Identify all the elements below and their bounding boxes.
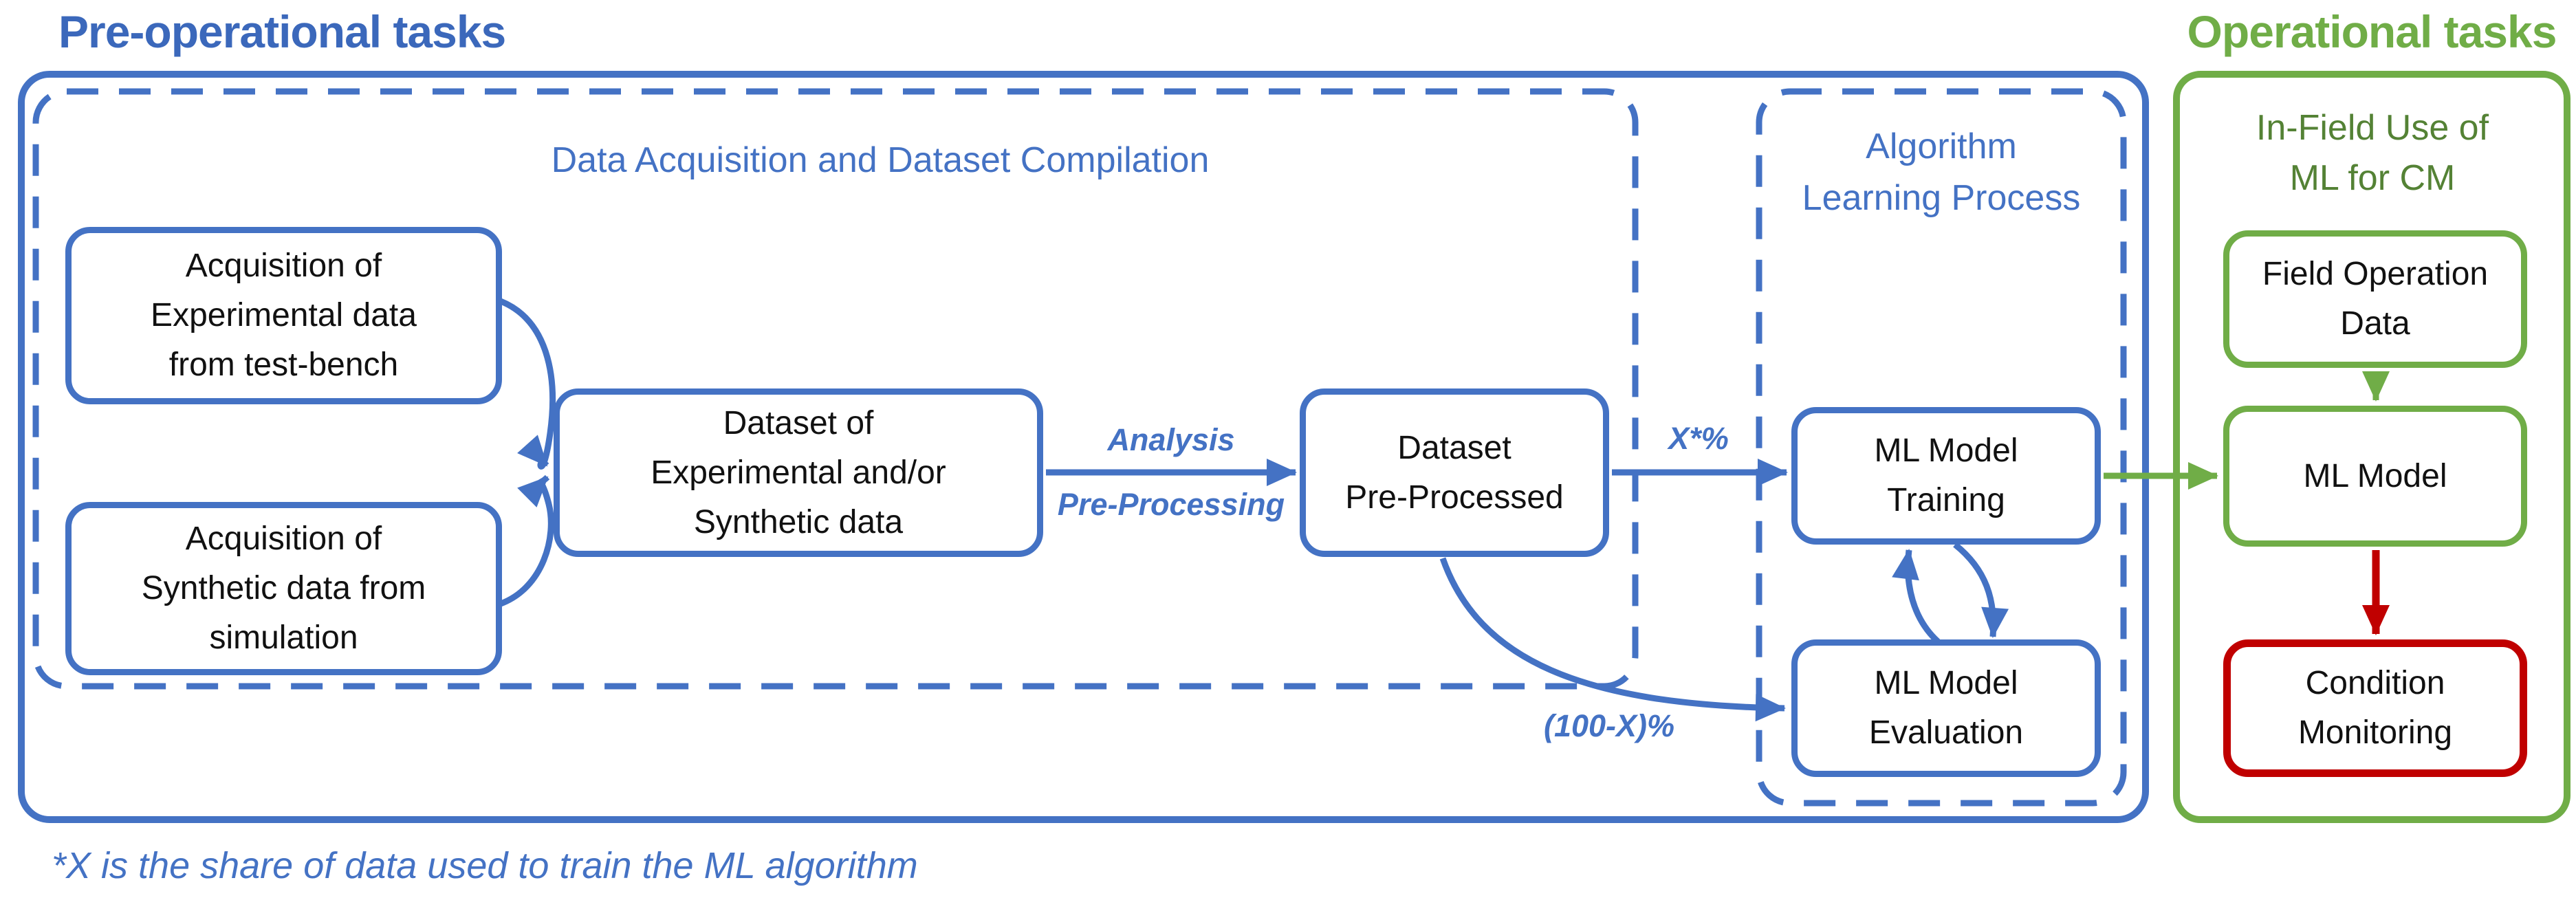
node-acquisition-synthetic: Acquisition of Synthetic data from simul…: [65, 502, 502, 675]
analysis-arrow-label: Analysis: [1107, 422, 1235, 457]
node-ml-model-evaluation: ML Model Evaluation: [1791, 639, 2101, 777]
operational-container: [2173, 71, 2570, 823]
preprocessing-arrow-label: Pre-Processing: [1057, 487, 1285, 522]
operational-tasks-title: Operational tasks: [2187, 6, 2557, 57]
algorithm-learning-label: Algorithm Learning Process: [1802, 127, 2081, 219]
in-field-use-label: In-Field Use of ML for CM: [2256, 108, 2489, 198]
node-condition-monitoring: Condition Monitoring: [2223, 639, 2527, 777]
node-ml-model-training: ML Model Training: [1791, 407, 2101, 545]
train-share-arrow-label: X*%: [1668, 421, 1729, 456]
eval-share-arrow-label: (100-X)%: [1543, 708, 1675, 743]
footnote: *X is the share of data used to train th…: [52, 845, 918, 886]
node-ml-model: ML Model: [2223, 406, 2527, 547]
pre-operational-tasks-title: Pre-operational tasks: [58, 6, 506, 57]
node-field-operation-data: Field Operation Data: [2223, 230, 2527, 368]
node-acquisition-experimental: Acquisition of Experimental data from te…: [65, 227, 502, 404]
data-acquisition-label: Data Acquisition and Dataset Compilation: [551, 140, 1210, 180]
node-dataset: Dataset of Experimental and/or Synthetic…: [554, 388, 1043, 557]
node-dataset-preprocessed: Dataset Pre-Processed: [1300, 388, 1609, 557]
pre-operational-container: [18, 71, 2149, 823]
